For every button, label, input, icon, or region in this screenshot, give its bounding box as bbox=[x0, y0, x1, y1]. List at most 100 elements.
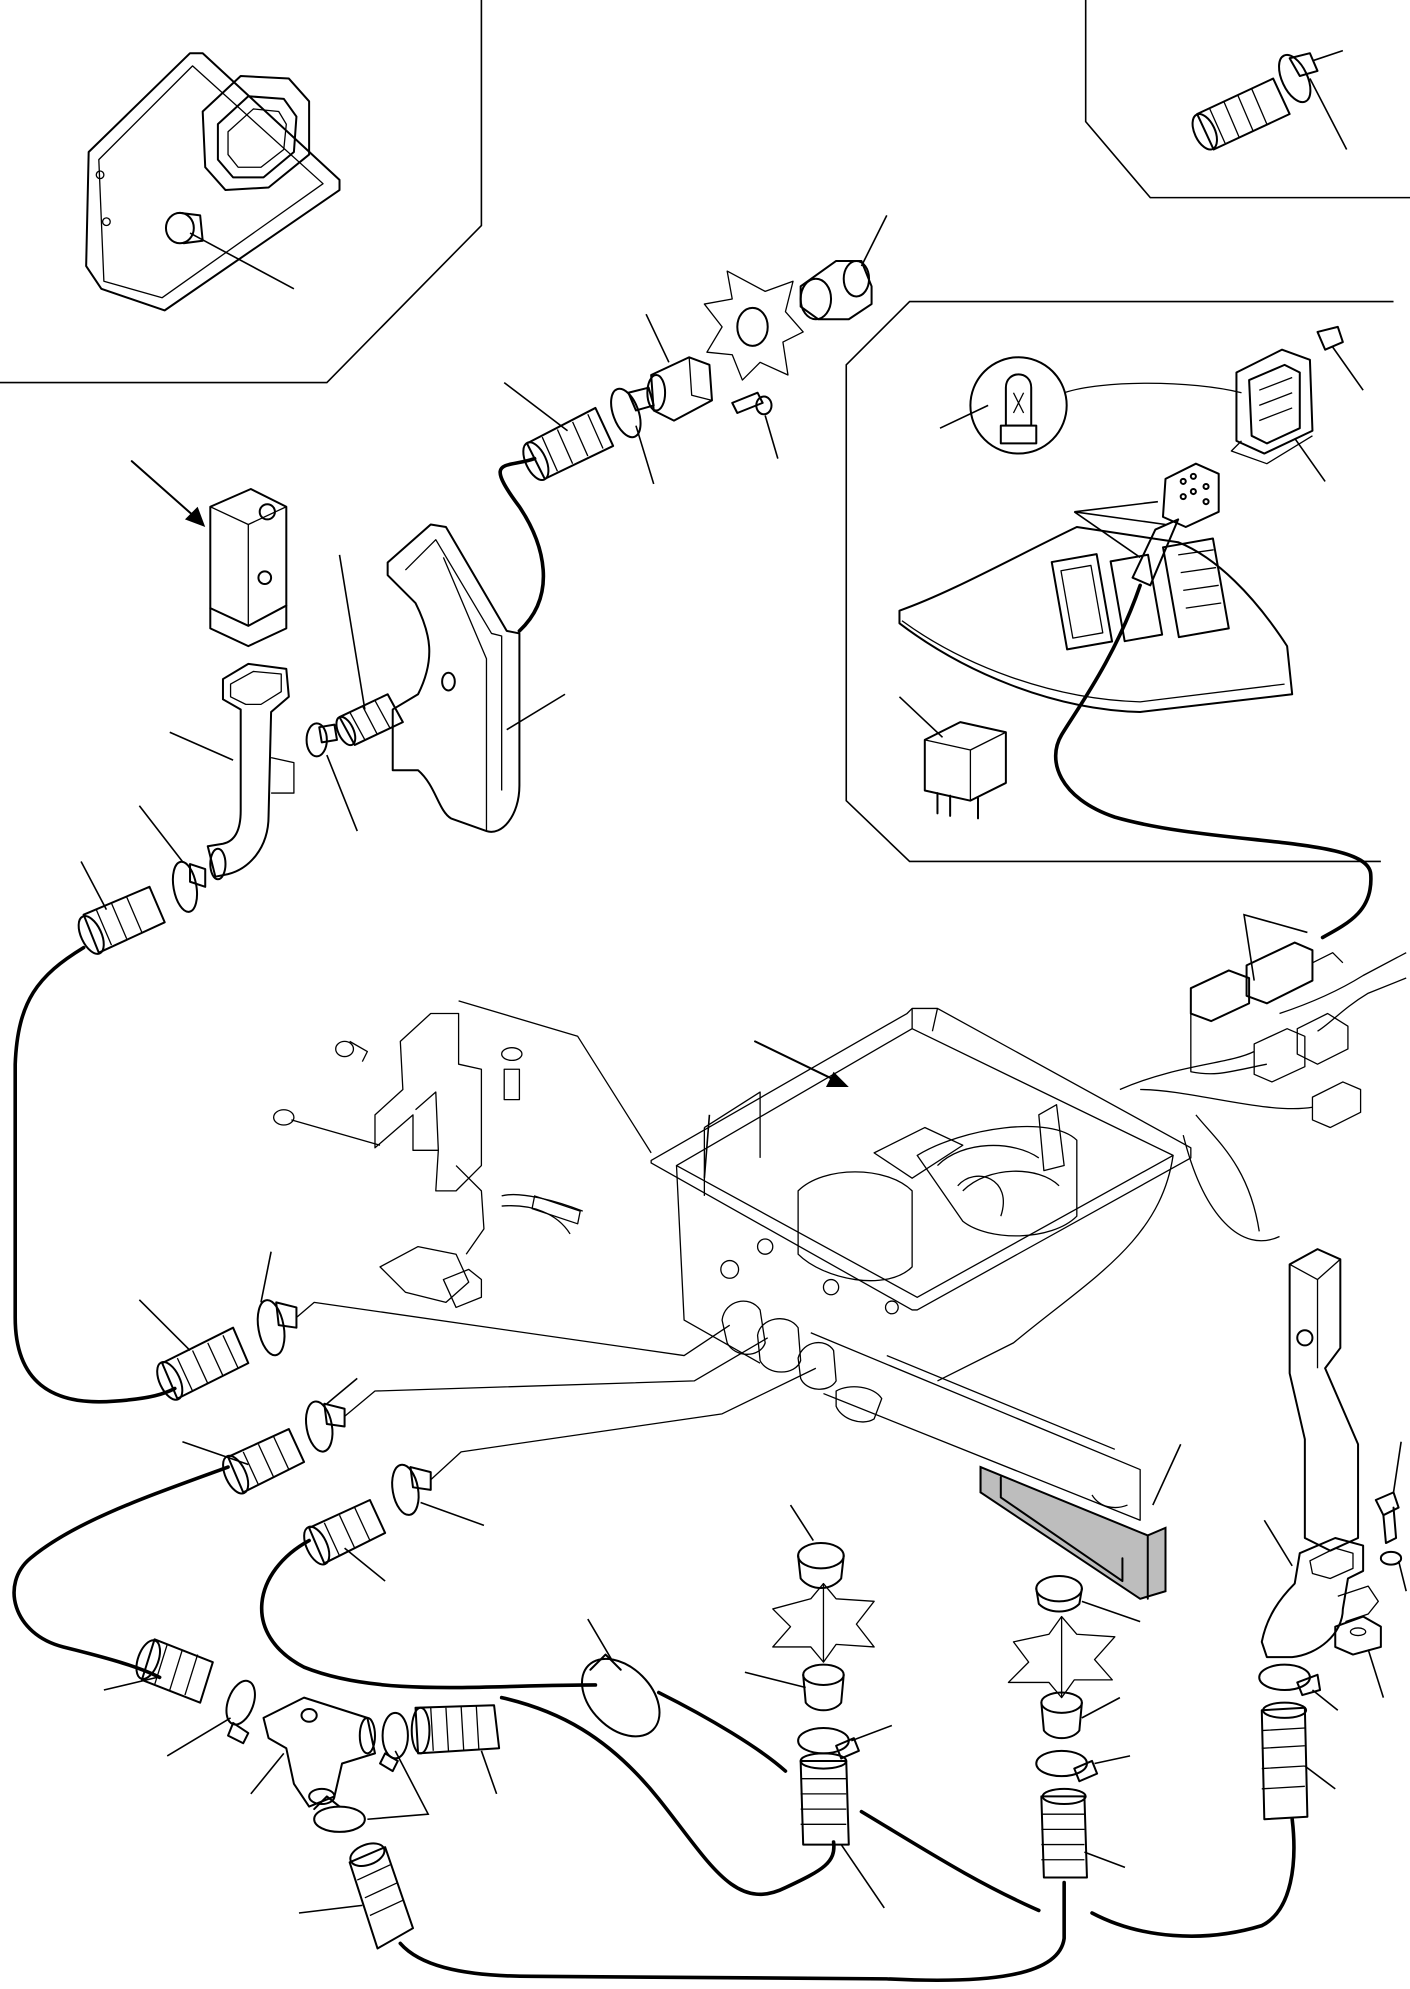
screw bbox=[1376, 1492, 1399, 1543]
leader-line bbox=[167, 1718, 230, 1756]
leader-line bbox=[327, 1378, 357, 1403]
flexible-hose bbox=[801, 1753, 849, 1844]
leader-line bbox=[841, 1845, 884, 1908]
large-hose-clamp bbox=[567, 1644, 674, 1751]
relay bbox=[925, 722, 1006, 818]
hose-run bbox=[400, 1883, 1064, 1981]
hose-run bbox=[1092, 1819, 1294, 1936]
leader-line bbox=[745, 1672, 806, 1687]
heater-unit bbox=[651, 1008, 1191, 1520]
leader-line bbox=[481, 1751, 496, 1794]
floor-channel bbox=[981, 1467, 1166, 1599]
leader-line bbox=[81, 861, 106, 909]
heater-outlet-cover bbox=[86, 53, 339, 310]
hose-line bbox=[431, 1368, 816, 1479]
hose-clamp bbox=[1273, 50, 1318, 107]
vent-cap bbox=[1036, 1576, 1082, 1611]
leader-line bbox=[299, 1905, 362, 1913]
washer bbox=[1381, 1552, 1401, 1565]
leader-line bbox=[791, 1505, 814, 1540]
leader-line bbox=[1153, 1444, 1181, 1505]
leader-line bbox=[1312, 51, 1342, 61]
screw bbox=[732, 393, 771, 415]
hose-clamp bbox=[1036, 1751, 1097, 1781]
hose-clamp bbox=[314, 1796, 365, 1831]
switch-harness bbox=[1056, 585, 1371, 937]
leader-line bbox=[139, 1300, 190, 1351]
inset-frame-top-left bbox=[0, 0, 481, 383]
air-duct-elbow bbox=[1262, 1538, 1379, 1657]
direction-arrow bbox=[755, 1041, 849, 1087]
vent-grommet bbox=[1041, 1693, 1082, 1739]
screw bbox=[336, 1041, 368, 1061]
flexible-hose bbox=[1188, 79, 1290, 154]
defroster-nozzle bbox=[210, 489, 286, 646]
flexible-hose bbox=[132, 1637, 213, 1703]
hose-clamp bbox=[307, 723, 337, 756]
flexible-hose bbox=[152, 1328, 248, 1404]
hose-clamp bbox=[169, 860, 205, 914]
heater-switch bbox=[1231, 327, 1342, 464]
hose-run bbox=[14, 1467, 228, 1677]
side-duct bbox=[1290, 1249, 1358, 1551]
dashboard-panel bbox=[899, 527, 1292, 712]
leader-line bbox=[899, 697, 942, 738]
flexible-hose bbox=[518, 408, 613, 484]
leader-line bbox=[636, 426, 654, 484]
inset-frame-right bbox=[846, 302, 1393, 862]
wiring-connector bbox=[1191, 943, 1361, 1128]
hose-clamp bbox=[302, 1399, 344, 1453]
screw bbox=[274, 1110, 380, 1145]
direction-arrow bbox=[132, 461, 206, 528]
leader-line bbox=[504, 383, 567, 431]
leader-line bbox=[1394, 1442, 1402, 1493]
leader-line bbox=[182, 1442, 248, 1465]
hose-run bbox=[500, 459, 543, 631]
hose-clamp bbox=[1259, 1665, 1320, 1695]
vent-cap bbox=[798, 1543, 844, 1588]
sealing-gasket bbox=[773, 1584, 874, 1663]
switch-connector bbox=[1133, 464, 1219, 586]
flexible-hose bbox=[1262, 1703, 1308, 1820]
sealing-gasket bbox=[1008, 1617, 1114, 1698]
panel-duct bbox=[388, 524, 520, 831]
leader-line bbox=[1264, 1520, 1292, 1566]
leader-line bbox=[1295, 438, 1325, 481]
leader-line bbox=[345, 1548, 386, 1581]
hose-run bbox=[659, 1693, 786, 1772]
leader-line bbox=[251, 1753, 284, 1794]
leader-line bbox=[1312, 1690, 1337, 1710]
leader-line bbox=[1333, 347, 1363, 390]
flexible-hose bbox=[412, 1705, 499, 1753]
bulb-wire bbox=[1064, 383, 1241, 393]
hose-line bbox=[345, 1338, 768, 1417]
flexible-hose bbox=[333, 694, 403, 748]
vent-grommet bbox=[803, 1665, 844, 1711]
flexible-hose bbox=[1041, 1789, 1087, 1878]
leader-line bbox=[139, 806, 182, 862]
flexible-hose bbox=[73, 887, 164, 958]
leader-line bbox=[1082, 1698, 1120, 1718]
leader-line bbox=[1244, 915, 1307, 981]
hose-clamp bbox=[389, 1463, 431, 1517]
leader-line bbox=[588, 1619, 613, 1662]
leader-line bbox=[1074, 502, 1165, 558]
sealing-gasket bbox=[704, 271, 803, 380]
leader-line bbox=[327, 755, 357, 831]
harness-wire bbox=[1120, 953, 1406, 1241]
leader-line bbox=[104, 1677, 157, 1690]
leader-line bbox=[1084, 1852, 1125, 1867]
leader-line bbox=[940, 405, 988, 428]
hose-run bbox=[861, 1812, 1038, 1911]
air-duct-elbow bbox=[208, 664, 294, 879]
heater-pipe-line bbox=[459, 1001, 652, 1153]
flexible-hose bbox=[347, 1839, 413, 1948]
inset-frame-top-right bbox=[1086, 0, 1410, 198]
screw bbox=[502, 1048, 522, 1100]
leader-line bbox=[170, 732, 233, 760]
leader-line bbox=[421, 1503, 484, 1526]
hose-run bbox=[15, 948, 175, 1402]
leader-line bbox=[861, 215, 886, 266]
vent-nozzle bbox=[647, 357, 712, 420]
leader-line bbox=[1305, 1766, 1335, 1789]
